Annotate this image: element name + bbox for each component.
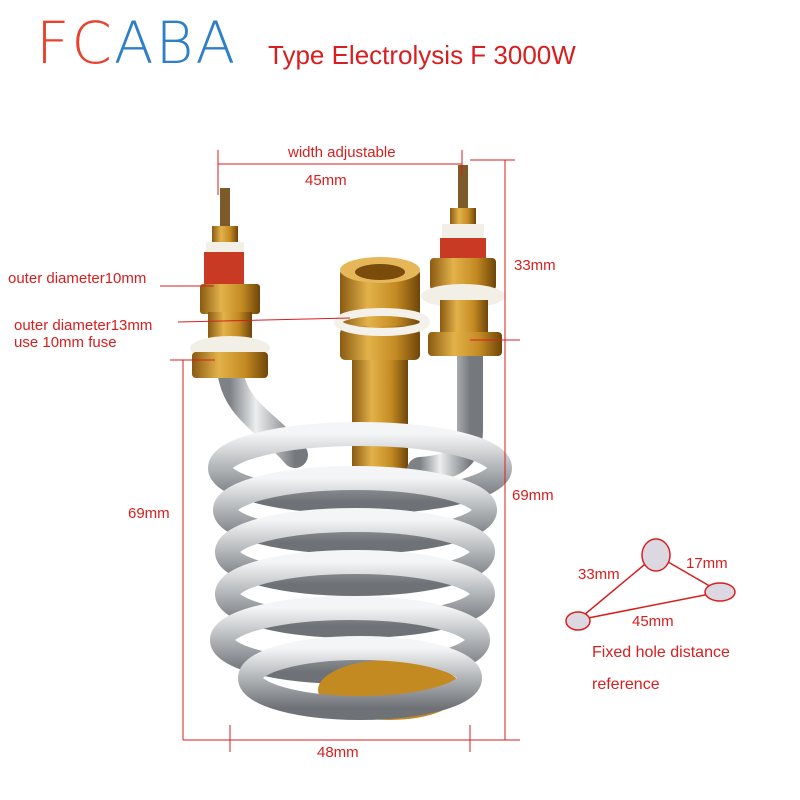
hole-distance-diagram <box>565 538 736 631</box>
brand-logo: FCABA <box>36 14 237 72</box>
product-title: Type Electrolysis F 3000W <box>268 40 576 70</box>
label-width-adjustable: width adjustable <box>288 144 396 161</box>
hole-side-b: 17mm <box>686 555 728 572</box>
label-outer-diameter-10: outer diameter10mm <box>8 270 147 287</box>
dimension-lines <box>160 150 520 752</box>
label-left-height: 69mm <box>128 505 170 522</box>
hole-caption-line2: reference <box>592 676 660 693</box>
hole-top <box>641 538 671 572</box>
label-right-height: 69mm <box>512 487 554 504</box>
hole-side-c: 45mm <box>632 613 674 630</box>
right-leg-tube <box>407 342 483 483</box>
label-top-width: 45mm <box>305 172 347 189</box>
hole-side-a: 33mm <box>578 566 620 583</box>
label-right-top-height: 33mm <box>514 257 556 274</box>
label-bottom-width: 48mm <box>317 744 359 761</box>
right-terminal <box>421 165 505 356</box>
logo-part-left: FC <box>36 9 114 77</box>
label-outer-diameter-13: outer diameter13mm <box>14 317 153 334</box>
hole-caption-line1: Fixed hole distance <box>592 644 730 661</box>
logo-part-right: ABA <box>113 9 238 77</box>
steel-coil <box>208 422 512 720</box>
hole-right <box>704 582 736 602</box>
label-fuse: use 10mm fuse <box>14 334 117 351</box>
left-terminal <box>190 188 270 378</box>
hole-left <box>565 611 591 631</box>
